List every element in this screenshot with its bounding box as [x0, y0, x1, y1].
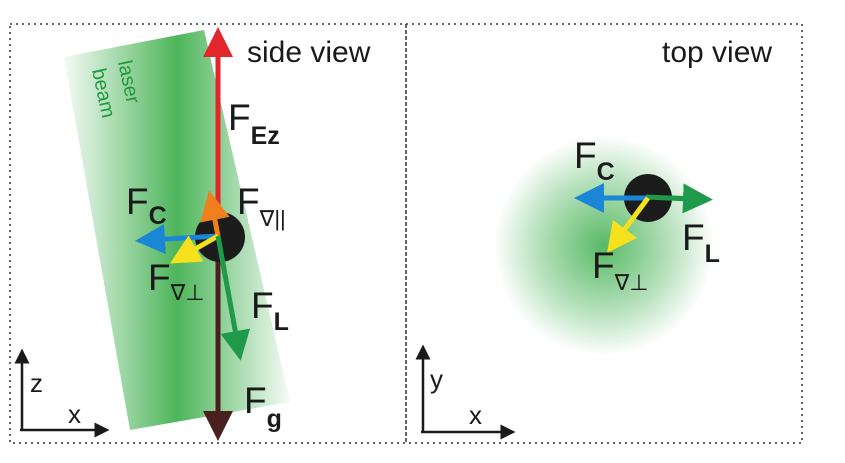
top-force-l-arrow-front [645, 194, 691, 202]
force-l-arrow [215, 235, 251, 361]
top-axis-x-label: x [469, 400, 482, 430]
side-view-title: side view [247, 36, 371, 69]
label-f-grad-perp-side: F∇⊥ [148, 257, 205, 305]
label-f-grad-perp-top: F∇⊥ [592, 245, 649, 295]
side-view-frame [9, 23, 407, 444]
label-f-c-top: FC [574, 135, 615, 186]
force-grad-perp-arrow [169, 233, 220, 264]
label-f-c-side: FC [126, 181, 167, 230]
force-grad-par-arrow [200, 190, 230, 237]
top-axis-y-label: y [430, 364, 443, 394]
side-axis-z-label: z [30, 368, 43, 398]
top-force-grad-perp-arrow [607, 196, 651, 254]
top-view-frame [405, 23, 803, 444]
side-axis-x-label: x [68, 399, 81, 429]
label-f-l-side: FL [251, 285, 289, 336]
top-view-title: top view [662, 36, 772, 69]
label-f-ez: FEz [228, 97, 280, 150]
label-f-grad-par: F∇|| [237, 181, 286, 231]
label-f-g: Fg [244, 380, 282, 433]
label-f-l-top: FL [682, 217, 720, 268]
